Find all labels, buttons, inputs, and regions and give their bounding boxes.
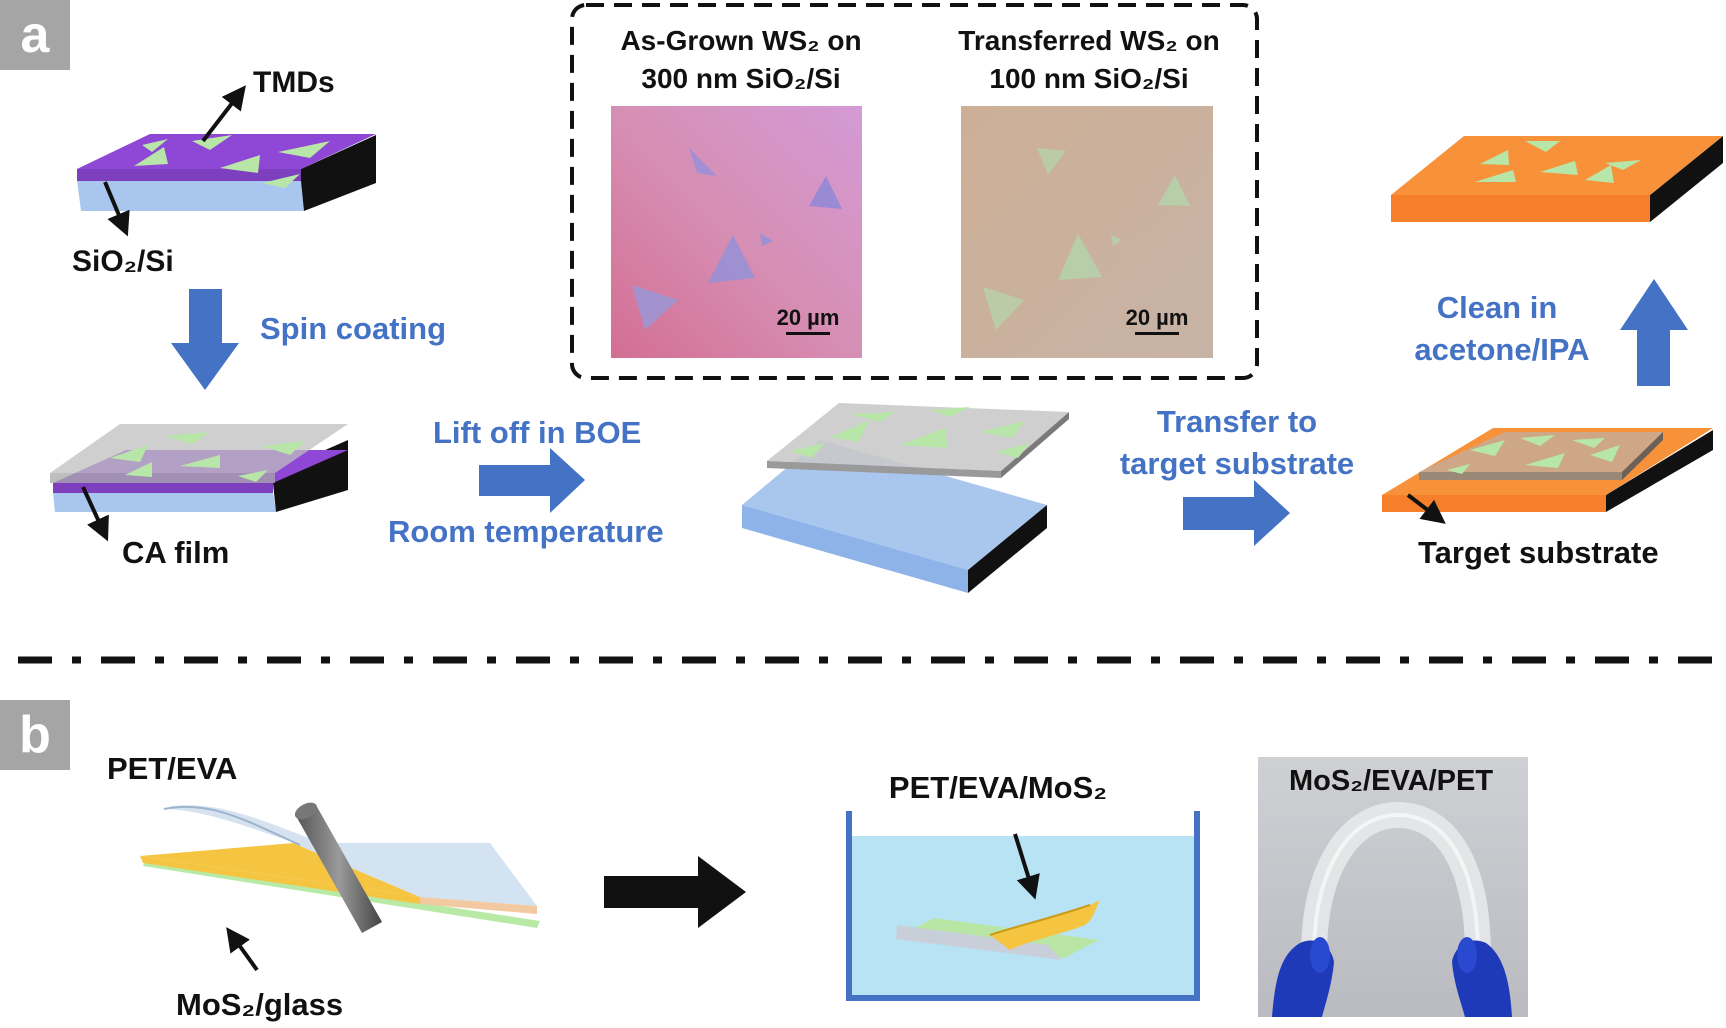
left-glove (1272, 937, 1334, 1017)
optical-inset-box (570, 3, 1259, 380)
pet-eva-flat (293, 843, 537, 906)
ca-film-pointer-arrow (81, 486, 109, 542)
ca-film-label: CA film (122, 535, 229, 570)
tmd-flake (278, 141, 330, 158)
scale-bar-label-right: 20 µm (1126, 305, 1189, 330)
spin-coating-label: Spin coating (260, 311, 446, 346)
panel-b-badge-label: b (19, 706, 51, 764)
lift-off-label: Lift off in BOE (433, 415, 641, 450)
transfer-label-line2: target substrate (1120, 446, 1354, 481)
lamination-illustration (140, 802, 540, 933)
tmds-pointer-arrow (201, 85, 246, 143)
pet-eva-mos2-label: PET/EVA/MoS₂ (889, 770, 1107, 805)
boe-substrate-top (742, 440, 1047, 570)
final-tmd-on-target (1391, 136, 1723, 222)
target-substrate-pointer-arrow (1406, 493, 1446, 524)
scale-bar-label-left: 20 µm (777, 305, 840, 330)
transferred-title-line2: 100 nm SiO₂/Si (989, 63, 1188, 94)
photo-title: MoS₂/EVA/PET (1289, 765, 1493, 797)
tmds-label: TMDs (253, 66, 335, 99)
ca-film-lifted (767, 403, 1069, 471)
transferred-title-line1: Transferred WS₂ on (958, 25, 1219, 56)
panel-a: a TMDs SiO₂/Si Spin coating (0, 0, 1723, 593)
transferred-optical-image: 20 µm (961, 106, 1213, 358)
panel-b-badge (0, 700, 70, 770)
clean-label-line2: acetone/IPA (1414, 332, 1589, 367)
tmd-on-sio2-stack (77, 134, 376, 211)
roller-rod (294, 802, 382, 933)
scale-bar-left (786, 332, 830, 335)
pet-eva-peel (164, 805, 330, 848)
tmd-flake (142, 139, 168, 152)
tmd-flake (220, 155, 260, 173)
panel-a-badge (0, 0, 70, 70)
clean-arrow (1620, 279, 1688, 386)
pet-eva-label: PET/EVA (107, 751, 237, 786)
spin-coating-arrow (171, 289, 239, 390)
scale-bar-right (1135, 332, 1179, 335)
transfer-label-line1: Transfer to (1157, 404, 1317, 439)
ca-film-stack (50, 424, 348, 512)
as-grown-optical-image: 20 µm (611, 106, 862, 358)
room-temperature-label: Room temperature (388, 514, 664, 549)
film-on-target-substrate (1382, 428, 1713, 512)
transfer-arrow (1183, 480, 1290, 546)
panel-b: b PET/EVA MoS₂/glass PET/EVA/MoS₂ (0, 700, 1528, 1022)
flexible-film-photo: MoS₂/EVA/PET (1258, 757, 1528, 1017)
as-grown-title-line1: As-Grown WS₂ on (620, 25, 861, 56)
panel-a-badge-label: a (21, 6, 51, 64)
right-glove (1452, 937, 1512, 1017)
tmd-flake (262, 174, 300, 188)
lift-off-arrow (479, 448, 585, 513)
tmd-flake (192, 135, 232, 150)
clean-label-line1: Clean in (1437, 290, 1558, 325)
mos2-glass-pointer-arrow (226, 927, 259, 972)
pet-eva-mos2-pointer-arrow (1013, 833, 1040, 900)
lifted-film-and-substrate (742, 403, 1069, 593)
process-arrow (604, 856, 746, 928)
sio2-si-label: SiO₂/Si (72, 245, 174, 278)
target-substrate-label: Target substrate (1418, 535, 1659, 570)
as-grown-title-line2: 300 nm SiO₂/Si (641, 63, 840, 94)
sio2-pointer-arrow (103, 181, 130, 237)
water-bath (846, 811, 1200, 1001)
mos2-glass-label: MoS₂/glass (176, 987, 343, 1022)
tmd-flake (134, 147, 168, 166)
